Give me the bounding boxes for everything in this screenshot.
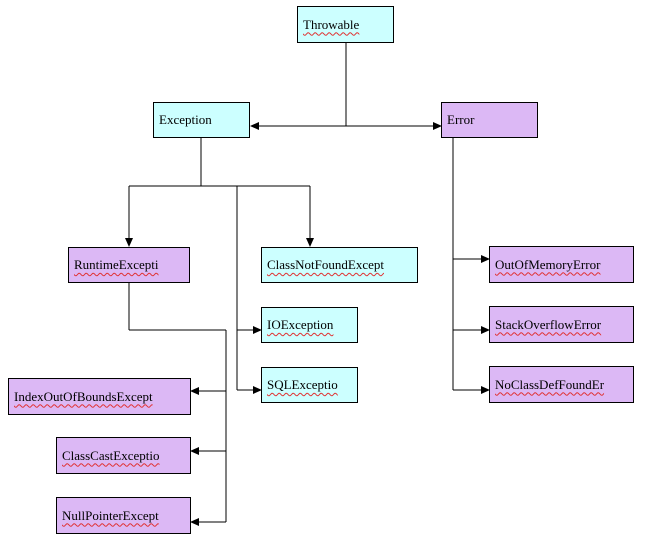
node-io-exception: IOException (261, 307, 358, 343)
node-stack-overflow-error: StackOverflowError (489, 306, 634, 343)
node-io-exception-label: IOException (267, 317, 334, 332)
node-no-class-def-found-error: NoClassDefFoundEr (489, 366, 634, 403)
node-null-pointer-exception-label: NullPointerExcept (62, 507, 159, 523)
node-out-of-memory-error: OutOfMemoryError (489, 246, 634, 283)
node-index-out-of-bounds-exception-label: IndexOutOfBoundsExcept (14, 388, 153, 404)
node-stack-overflow-error-label: StackOverflowError (495, 316, 602, 332)
node-throwable: Throwable (297, 6, 394, 43)
node-runtime-exception-label: RuntimeExcepti (74, 257, 159, 272)
node-class-not-found-exception-label: ClassNotFoundExcept (267, 257, 384, 272)
node-out-of-memory-error-label: OutOfMemoryError (495, 256, 601, 272)
node-null-pointer-exception: NullPointerExcept (56, 497, 191, 534)
node-sql-exception: SQLExceptio (261, 367, 358, 403)
node-throwable-label: Throwable (303, 16, 360, 32)
node-no-class-def-found-error-label: NoClassDefFoundEr (495, 376, 605, 392)
node-index-out-of-bounds-exception: IndexOutOfBoundsExcept (8, 378, 191, 415)
node-exception-label: Exception (159, 112, 212, 127)
node-error: Error (441, 102, 538, 138)
node-class-cast-exception: ClassCastExceptio (56, 437, 191, 474)
node-class-not-found-exception: ClassNotFoundExcept (261, 247, 418, 283)
node-sql-exception-label: SQLExceptio (267, 377, 338, 392)
node-class-cast-exception-label: ClassCastExceptio (62, 447, 160, 463)
node-exception: Exception (153, 102, 250, 138)
node-error-label: Error (447, 112, 475, 127)
node-runtime-exception: RuntimeExcepti (68, 247, 190, 283)
